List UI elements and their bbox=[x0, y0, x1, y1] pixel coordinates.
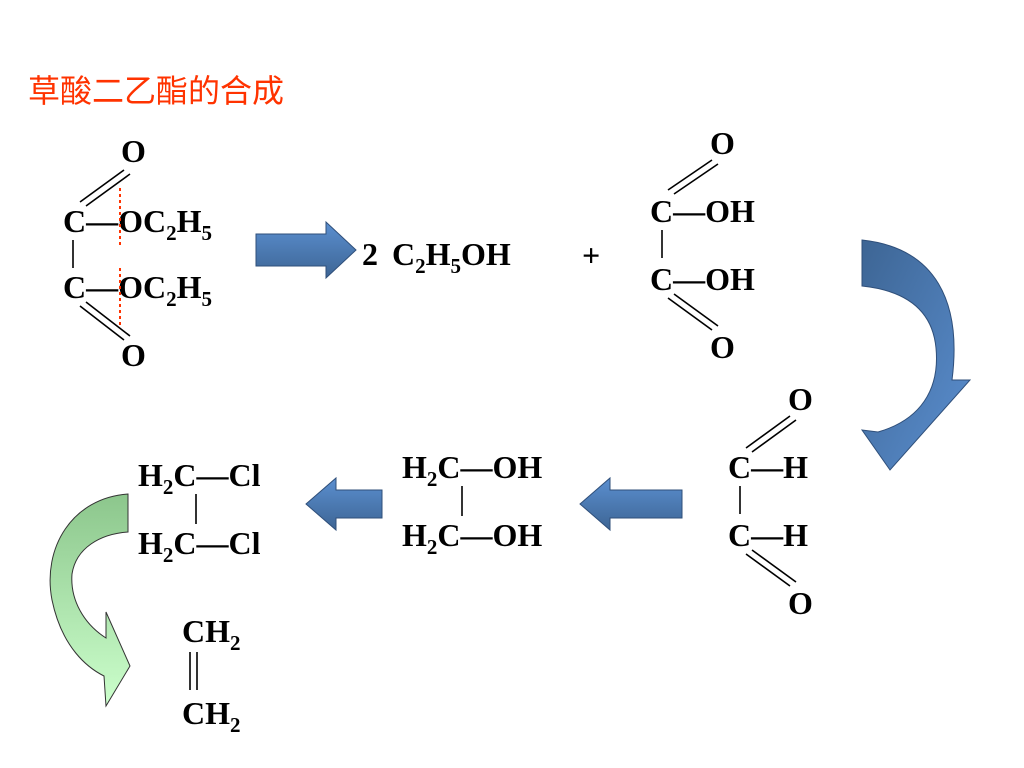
dce-row1: H2C—Cl bbox=[138, 457, 261, 499]
do-row1: C—OC2H5 bbox=[63, 203, 212, 245]
eg-row2: H2C—OH bbox=[402, 517, 542, 559]
plus-sign: + bbox=[582, 237, 600, 273]
oa-double-bond-top-1 bbox=[667, 159, 713, 191]
ethylene-glycol: H2C—OH H2C—OH bbox=[402, 449, 542, 559]
gx-o-bottom: O bbox=[788, 585, 813, 621]
oa-row1: C—OH bbox=[650, 193, 755, 229]
eth-bottom: CH2 bbox=[182, 695, 241, 737]
oa-o-top: O bbox=[710, 125, 735, 161]
oa-o-bottom: O bbox=[710, 329, 735, 365]
do-double-bond-top-1 bbox=[79, 169, 125, 203]
page-title: 草酸二乙酯的合成 bbox=[28, 72, 285, 110]
glyoxal: O C—H C—H O bbox=[728, 381, 813, 621]
gx-double-bond-top-2 bbox=[751, 419, 797, 453]
arrow-left-1 bbox=[579, 476, 683, 532]
eth-top: CH2 bbox=[182, 613, 241, 655]
do-row2: C—OC2H5 bbox=[63, 269, 212, 311]
arrow-curved-blue bbox=[860, 239, 972, 471]
dichloroethane: H2C—Cl H2C—Cl bbox=[138, 457, 261, 567]
diethyl-oxalate: O C—OC2H5 C—OC2H5 O bbox=[63, 133, 212, 373]
oa-row2: C—OH bbox=[650, 261, 755, 297]
gx-row2: C—H bbox=[728, 517, 808, 553]
do-o-bottom: O bbox=[121, 337, 146, 373]
arrow-curved-green bbox=[49, 493, 131, 708]
gx-row1: C—H bbox=[728, 449, 808, 485]
do-double-bond-top-2 bbox=[85, 173, 131, 207]
gx-double-bond-bottom-2 bbox=[751, 549, 797, 583]
dce-row2: H2C—Cl bbox=[138, 525, 261, 567]
gx-o-top: O bbox=[788, 381, 813, 417]
arrow-left-2 bbox=[305, 476, 383, 532]
do-double-bond-bottom-2 bbox=[85, 301, 131, 337]
ethylene: CH2 CH2 bbox=[182, 613, 241, 737]
gx-double-bond-top-1 bbox=[745, 415, 791, 449]
oa-double-bond-bottom-1 bbox=[667, 297, 713, 331]
oxalic-acid: O C—OH C—OH O bbox=[650, 125, 755, 365]
do-o-top: O bbox=[121, 133, 146, 169]
arrow-right-1 bbox=[255, 220, 357, 280]
oa-double-bond-top-2 bbox=[673, 163, 719, 195]
gx-double-bond-bottom-1 bbox=[745, 553, 791, 587]
oa-double-bond-bottom-2 bbox=[673, 293, 719, 327]
eg-row1: H2C—OH bbox=[402, 449, 542, 491]
do-double-bond-bottom-1 bbox=[79, 305, 125, 341]
